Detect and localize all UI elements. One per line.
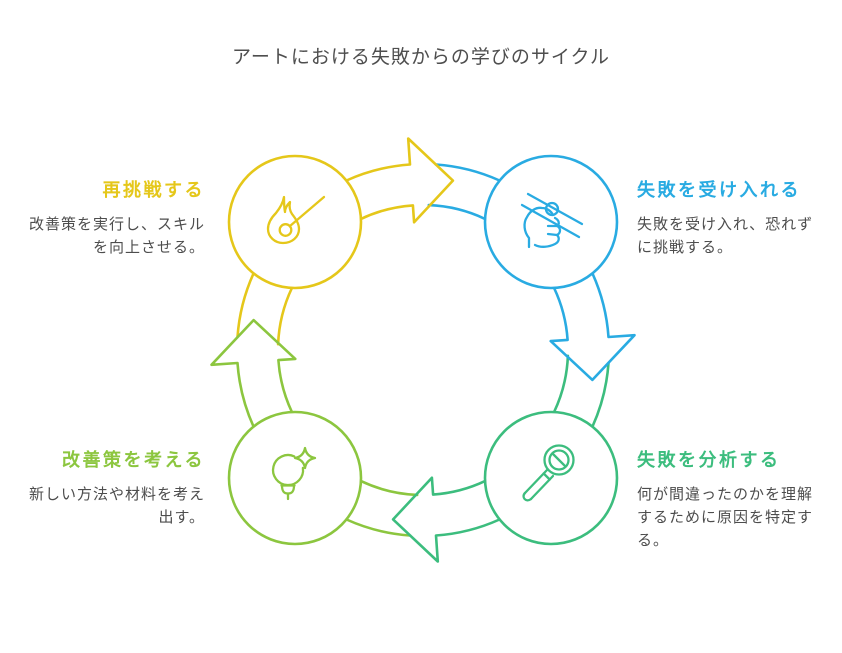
- step-block-think-improvements: 改善策を考える 新しい方法や材料を考え 出す。: [15, 446, 205, 529]
- magnifier-slash-icon-circle: [543, 444, 575, 476]
- page-title: アートにおける失敗からの学びのサイクル: [232, 47, 610, 68]
- flame-match-icon-stroke: [288, 195, 326, 228]
- cycle-arrow-tail-think-improvements: [345, 518, 412, 537]
- step-description-retry: 改善策を実行し、スキル を向上させる。: [28, 216, 205, 256]
- magnifier-slash-icon-stroke: [542, 472, 551, 481]
- magnifier-slash-icon-circle: [548, 449, 570, 471]
- cycle-arrow-tail-retry: [236, 272, 255, 339]
- magnifier-slash-icon: [522, 444, 575, 502]
- flame-match-icon-circle: [278, 223, 293, 237]
- step-description-think-improvements: 新しい方法や材料を考え 出す。: [28, 486, 205, 526]
- cycle-arrow-tail-retry: [276, 286, 294, 346]
- magnifier-slash-icon-stroke: [551, 452, 567, 468]
- hand-gripping-sticks-icon-stroke: [526, 192, 584, 226]
- step-description-analyze-failure: 何が間違ったのかを理解 するために原因を特定す る。: [637, 486, 814, 549]
- lightbulb-sparkle-icon: [271, 446, 317, 501]
- cycle-arrow-think-improvements: [210, 318, 297, 428]
- cycle-arrow-tail-think-improvements: [359, 479, 419, 497]
- magnifier-slash-icon-stroke: [522, 491, 533, 502]
- step-label-analyze-failure: 失敗を分析する: [637, 450, 781, 470]
- cycle-arrow-tail-accept-failure: [434, 163, 501, 182]
- step-label-retry: 再挑戦する: [102, 180, 205, 200]
- hand-gripping-sticks-icon-stroke: [520, 203, 581, 239]
- step-block-analyze-failure: 失敗を分析する 何が間違ったのかを理解 するために原因を特定す る。: [637, 446, 827, 552]
- step-circle-think-improvements: [227, 410, 363, 546]
- lightbulb-sparkle-icon-stroke: [293, 446, 317, 470]
- hand-gripping-sticks-icon-circle: [544, 201, 560, 217]
- cycle-arrow-tail-accept-failure: [427, 203, 487, 221]
- cycle-arrow-tail-analyze-failure: [552, 354, 570, 414]
- flame-match-icon-stroke: [266, 195, 301, 245]
- step-description-accept-failure: 失敗を受け入れ、恐れず に挑戦する。: [637, 216, 814, 256]
- flame-match-icon: [266, 195, 326, 245]
- cycle-arrow-retry: [345, 137, 455, 224]
- cycle-arrow-analyze-failure: [391, 476, 501, 563]
- step-label-accept-failure: 失敗を受け入れる: [637, 180, 801, 200]
- hand-gripping-sticks-icon-stroke: [533, 233, 560, 248]
- step-label-think-improvements: 改善策を考える: [62, 450, 205, 470]
- step-block-accept-failure: 失敗を受け入れる 失敗を受け入れ、恐れず に挑戦する。: [637, 176, 827, 259]
- cycle-arrow-tail-analyze-failure: [591, 361, 610, 428]
- lightbulb-sparkle-icon-stroke: [271, 453, 305, 487]
- cycle-arrow-accept-failure: [549, 272, 636, 382]
- step-block-retry: 再挑戦する 改善策を実行し、スキル を向上させる。: [15, 176, 205, 259]
- hand-gripping-sticks-icon: [520, 192, 584, 249]
